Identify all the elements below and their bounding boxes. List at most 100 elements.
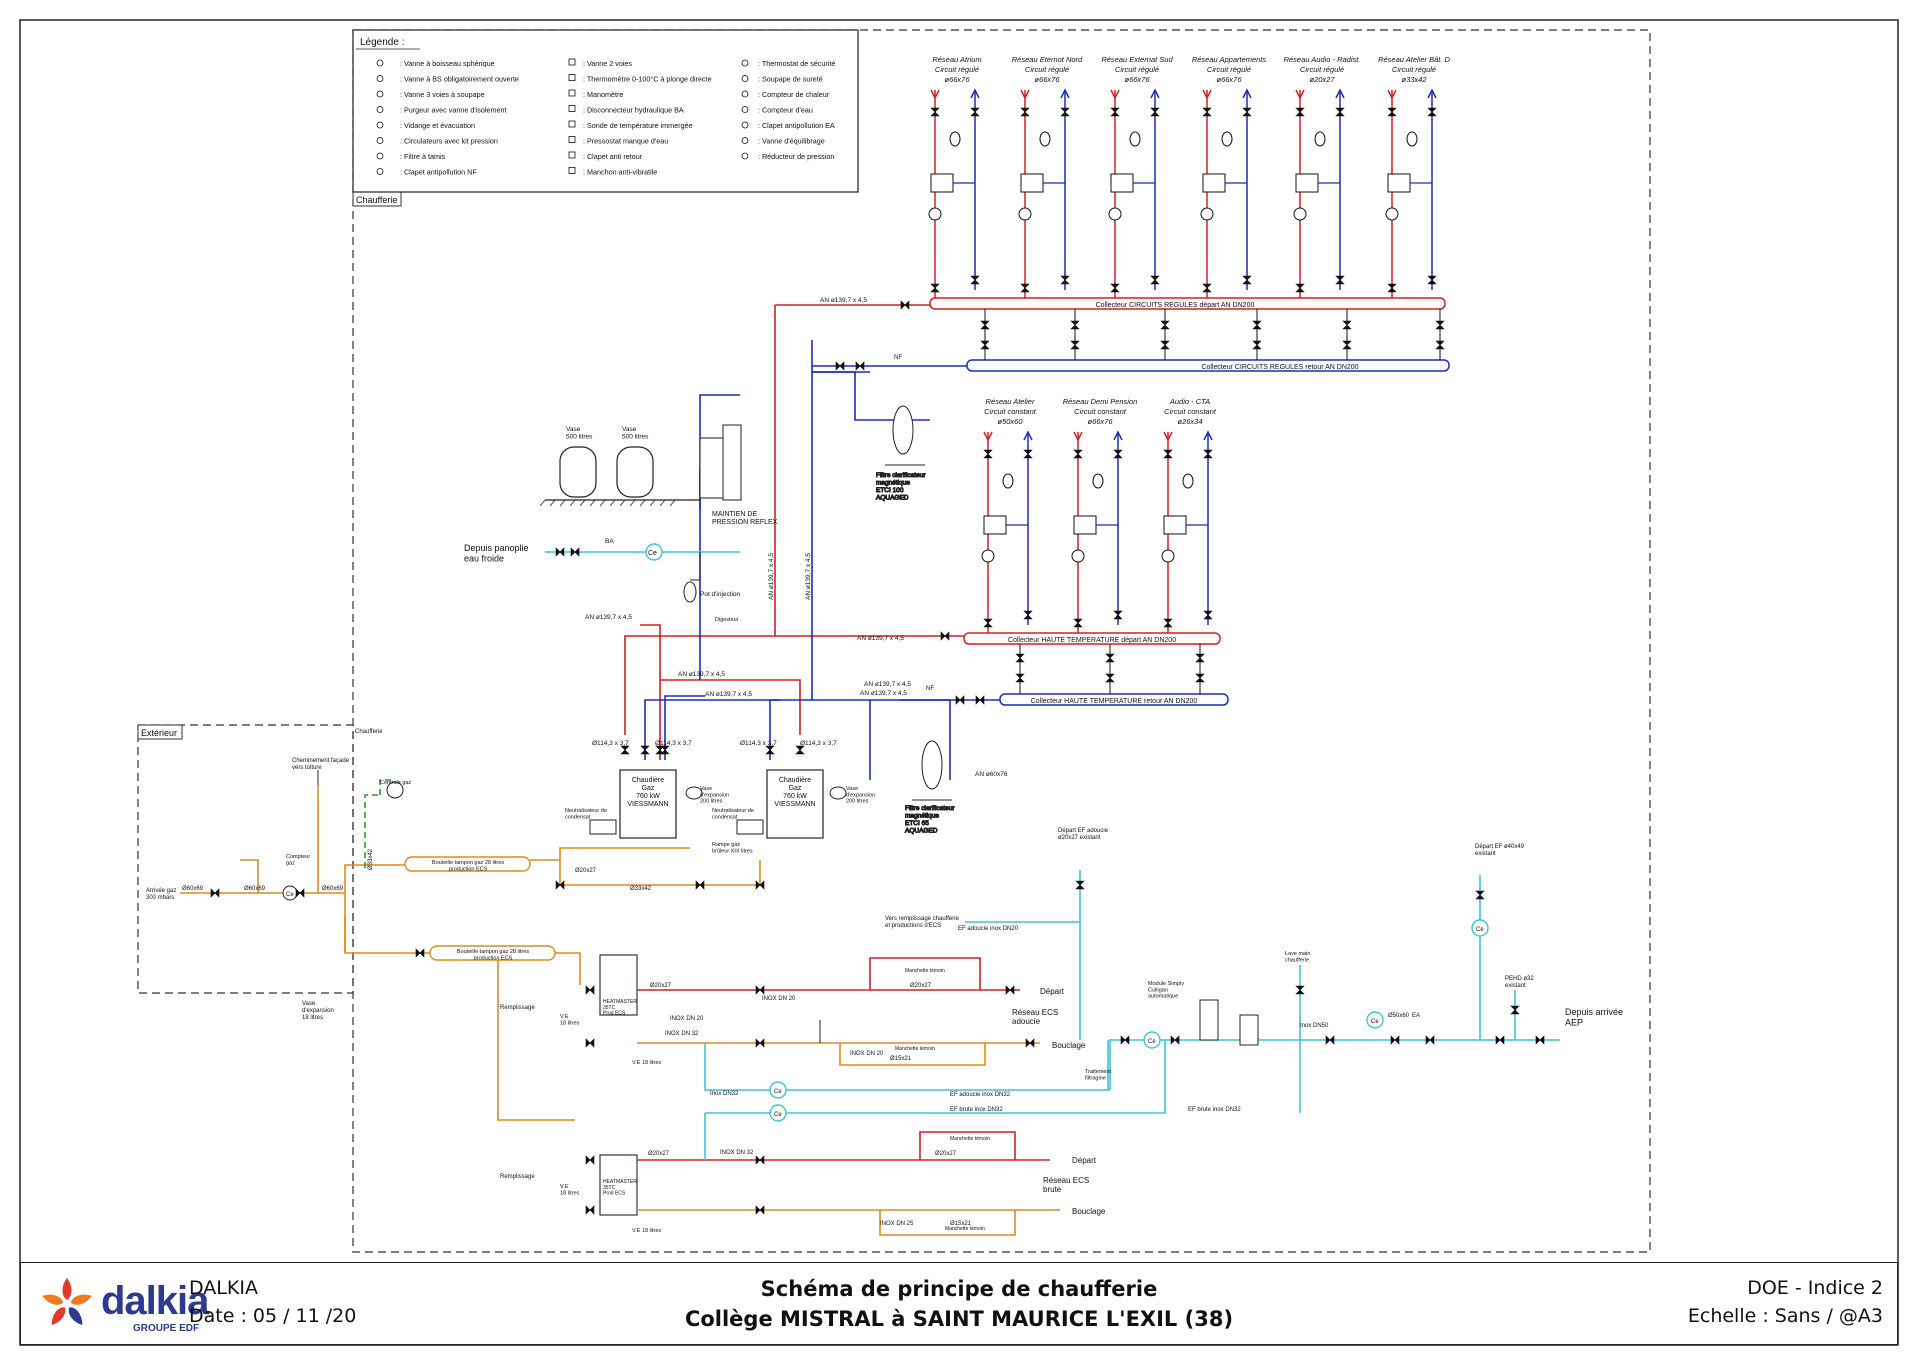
legend-item: : Compteur de chaleur: [758, 90, 830, 99]
flow-arrow-icon: [1020, 89, 1030, 100]
gauge-icon: [1129, 131, 1141, 147]
legend-item: : Manomètre: [583, 90, 623, 99]
legend-item: : Purgeur avec vanne d'isolement: [400, 106, 506, 115]
legend-item: : Vanne 2 voies: [583, 59, 632, 68]
legend-symbol-icon: [376, 75, 384, 82]
logo-word: dalkia: [101, 1279, 209, 1323]
flow-arrow-icon: [983, 431, 993, 442]
exterieur-label: Extérieur: [141, 728, 177, 738]
d15x21-1: Ø15x21: [890, 1056, 912, 1062]
ve3-label: V.E 18 litres: [632, 1060, 661, 1066]
pipe-label-3: AN ø139,7 x 4,5: [585, 614, 632, 621]
gas-pipe-label-3: Ø60x69: [322, 886, 344, 892]
valve-symbols: [210, 300, 1545, 1215]
flow-arrow-icon: [970, 88, 980, 99]
circuit-type: Circuit régulé: [1115, 65, 1159, 74]
circuit-size: ø20x27: [1309, 75, 1335, 84]
manchette1: Manchette témoin: [905, 968, 945, 974]
drawing-subtitle: Collège MISTRAL à SAINT MAURICE L'EXIL (…: [684, 1307, 1234, 1331]
pump-icon: [1071, 549, 1085, 563]
ce-meter-5: Ce: [774, 1089, 782, 1095]
inox-dn32-2: INOX DN 32: [720, 1150, 754, 1156]
legend-symbol-icon: [376, 106, 384, 113]
ce-meter-3: Ce: [1371, 1019, 1379, 1025]
ea-label: EA: [1412, 1013, 1420, 1019]
circuit-size: ø66x76: [1087, 417, 1113, 426]
legend: Légende : : Vanne à boisseau sphérique: …: [352, 29, 859, 193]
ht-return-label: Collecteur HAUTE TEMPERATURE retour AN D…: [1031, 698, 1198, 705]
circuit-size: ø66x76: [1124, 75, 1150, 84]
legend-symbol-icon: [568, 89, 576, 97]
title-block: dalkia GROUPE EDF DALKIA Date : 05 / 11 …: [20, 1262, 1898, 1345]
legend-symbol-icon: [741, 59, 749, 67]
legend-symbol-icon: [376, 137, 384, 144]
legend-symbol-icon: [568, 74, 576, 81]
flow-arrow-icon: [1150, 88, 1160, 99]
ce-meter-1: Ce: [648, 550, 657, 557]
legend-symbol-icon: [376, 59, 384, 67]
pipe-label-6: AN ø139,7 x 4,5: [864, 681, 911, 688]
bouclage2-label: Bouclage: [1072, 1207, 1106, 1216]
legend-symbol-icon: [568, 151, 576, 159]
legend-item: : Clapet antipollution NF: [400, 168, 477, 177]
three-way-valve-icon: [930, 173, 954, 193]
legend-item: : Pressostat manque d'eau: [583, 137, 668, 146]
gauge-icon: [1221, 131, 1233, 147]
legend-item: : Soupape de sureté: [758, 75, 823, 84]
pump-icon: [1108, 207, 1122, 221]
pump-icon: [1293, 207, 1307, 221]
manchette4: Manchette témoin: [945, 1226, 985, 1232]
circuit-size: ø66x76: [1216, 75, 1242, 84]
legend-item: : Disconnecteur hydraulique BA: [583, 106, 684, 115]
chaufferie-small-label: Chaufferie: [355, 729, 383, 735]
legend-symbol-icon: [741, 106, 749, 113]
ht-return-collector: Collecteur HAUTE TEMPERATURE retour AN D…: [999, 693, 1229, 706]
legend-item: : Vidange et évacuation: [400, 121, 475, 130]
ht-supply-collector: Collecteur HAUTE TEMPERATURE départ AN D…: [963, 632, 1221, 645]
legend-symbol-icon: [741, 75, 749, 82]
legend-symbol-icon: [741, 121, 749, 129]
bouclage1-label: Bouclage: [1052, 1041, 1086, 1050]
remplissage1-label: Remplissage: [500, 1005, 535, 1011]
page-border: [19, 19, 1899, 1346]
three-way-valve-icon: [1387, 173, 1411, 193]
gas-pipe-label-6: Ø33x42: [630, 886, 652, 892]
gas-pipe-label-1: Ø60x69: [182, 886, 204, 892]
ht-supply-label: Collecteur HAUTE TEMPERATURE départ AN D…: [1008, 637, 1176, 644]
legend-item: : Clapet antipollution EA: [758, 121, 835, 130]
flow-arrow-icon: [1387, 89, 1397, 100]
legend-item: : Vanne d'équilibrage: [758, 137, 825, 146]
gauge-icon: [949, 131, 961, 147]
company-name: DALKIA: [189, 1277, 258, 1299]
legend-symbol-icon: [568, 136, 576, 143]
regulated-supply-label: Collecteur CIRCUITS REGULES départ AN DN…: [1096, 302, 1255, 309]
inox-dn32-3: Inox DN32: [710, 1091, 739, 1097]
chaufferie-label: Chaufferie: [356, 195, 397, 205]
circuit-size: ø50x60: [997, 417, 1023, 426]
d20x27-3: Ø20x27: [648, 1151, 670, 1157]
circuit-size: ø66x76: [1034, 75, 1060, 84]
legend-symbol-icon: [741, 90, 749, 98]
manchette2: Manchette témoin: [895, 1046, 935, 1052]
exterieur-tag: [137, 724, 183, 740]
legend-item: : Vanne 3 voies à soupape: [400, 90, 485, 99]
inox-dn20-3: INOX DN 20: [850, 1051, 884, 1057]
